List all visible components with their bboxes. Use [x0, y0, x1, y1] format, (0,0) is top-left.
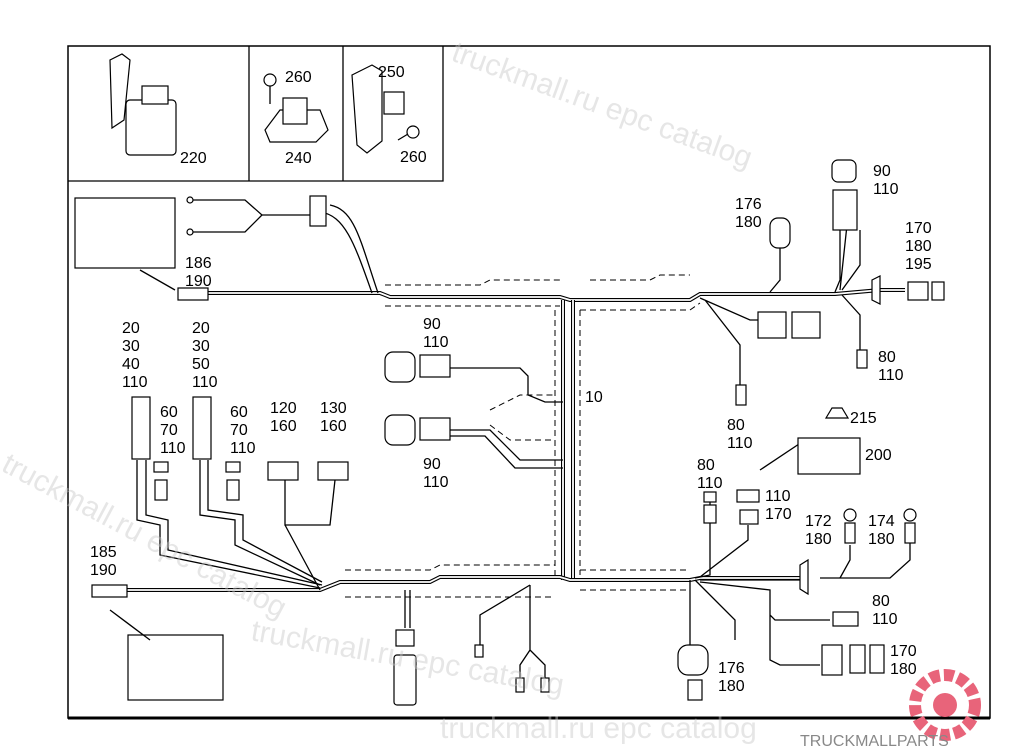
part-number-label: 260 — [400, 149, 427, 166]
bolt-260-icon — [263, 73, 277, 87]
connector-multipin-icon — [192, 396, 212, 460]
part-number-label: 220 — [180, 150, 207, 167]
part-number-label: 110 — [873, 181, 899, 198]
part-number-label: 160 — [320, 418, 347, 435]
part-number-label: 180 — [718, 678, 745, 695]
sensor-220-icon — [125, 99, 177, 156]
bulb-socket-icon — [769, 217, 791, 249]
part-number-label: 110 — [122, 374, 148, 391]
part-number-label: 60 — [160, 404, 178, 421]
part-number-label: 20 — [122, 320, 140, 337]
part-number-label: 180 — [735, 214, 762, 231]
bulb-socket-icon — [677, 644, 709, 676]
part-number-label: 110 — [423, 474, 449, 491]
part-number-label: 10 — [585, 389, 603, 406]
part-number-label: 260 — [285, 69, 312, 86]
switch-90-icon — [831, 159, 857, 183]
part-number-label: 180 — [905, 238, 932, 255]
part-number-label: 110 — [697, 475, 723, 492]
inset-panels — [68, 46, 444, 182]
part-number-label: 185 — [90, 544, 117, 561]
part-number-label: 110 — [423, 334, 449, 351]
part-number-label: 80 — [727, 417, 745, 434]
control-unit-top-icon — [74, 197, 176, 269]
nut-215-icon — [824, 407, 850, 419]
part-number-label: 80 — [697, 457, 715, 474]
logo-text: TRUCKMALLPARTS — [800, 733, 949, 750]
part-number-label: 200 — [865, 447, 892, 464]
grommet-icon — [309, 195, 327, 227]
connector-long-icon — [393, 654, 417, 706]
inset-labels: 220 260 240 250 260 — [180, 64, 427, 167]
part-number-label: 240 — [285, 150, 312, 167]
part-number-label: 30 — [122, 338, 140, 355]
truckmallparts-logo: TRUCKMALLPARTS — [800, 669, 981, 750]
part-number-label: 176 — [735, 196, 762, 213]
part-number-label: 180 — [868, 531, 895, 548]
part-number-label: 130 — [320, 400, 347, 417]
part-number-label: 250 — [378, 64, 405, 81]
part-number-label: 180 — [805, 531, 832, 548]
connector-186-icon — [177, 287, 209, 301]
bolt-260-icon — [406, 125, 420, 139]
part-number-label: 70 — [160, 422, 178, 439]
callout-labels: 1861902030401102030501106070110607011012… — [90, 163, 932, 695]
part-number-label: 174 — [868, 513, 895, 530]
part-number-label: 170 — [905, 220, 932, 237]
connectors — [74, 159, 945, 706]
part-number-label: 180 — [890, 661, 917, 678]
sensor-240-icon — [264, 109, 329, 143]
part-number-label: 190 — [185, 273, 212, 290]
part-number-label: 110 — [872, 611, 898, 628]
part-number-label: 20 — [192, 320, 210, 337]
part-number-label: 120 — [270, 400, 297, 417]
part-number-label: 110 — [192, 374, 218, 391]
connector-185-icon — [91, 584, 128, 598]
part-number-label: 110 — [160, 440, 186, 457]
watermark-text: truckmall.ru epc catalog — [440, 712, 757, 745]
watermark-text: truckmall.ru epc catalog — [448, 36, 757, 175]
part-number-label: 186 — [185, 255, 212, 272]
connector-multipin-icon — [131, 396, 151, 460]
connector-plug-icon — [757, 311, 787, 339]
part-number-label: 215 — [850, 410, 877, 427]
connector-90-icon — [384, 414, 416, 446]
part-number-label: 70 — [230, 422, 248, 439]
part-number-label: 80 — [878, 349, 896, 366]
part-number-label: 110 — [727, 435, 753, 452]
part-number-label: 80 — [872, 593, 890, 610]
part-number-label: 195 — [905, 256, 932, 273]
part-number-label: 170 — [890, 643, 917, 660]
control-unit-bottom-icon — [127, 634, 224, 701]
connector-90-icon — [384, 351, 416, 383]
harness-wires — [95, 195, 911, 680]
part-number-label: 176 — [718, 660, 745, 677]
control-module-200-icon — [797, 437, 861, 475]
part-number-label: 172 — [805, 513, 832, 530]
part-number-label: 60 — [230, 404, 248, 421]
part-number-label: 190 — [90, 562, 117, 579]
part-number-label: 90 — [423, 316, 441, 333]
part-number-label: 30 — [192, 338, 210, 355]
part-number-label: 160 — [270, 418, 297, 435]
connector-130-icon — [317, 461, 349, 481]
part-number-label: 110 — [230, 440, 256, 457]
part-number-label: 90 — [423, 456, 441, 473]
part-number-label: 90 — [873, 163, 891, 180]
part-number-label: 110 — [878, 367, 904, 384]
part-number-label: 50 — [192, 356, 210, 373]
part-number-label: 170 — [765, 506, 792, 523]
connector-120-icon — [267, 461, 299, 481]
sensor-250-icon — [351, 64, 383, 154]
part-number-label: 40 — [122, 356, 140, 373]
sensor-bracket-icon — [109, 53, 131, 130]
part-number-label: 110 — [765, 488, 791, 505]
